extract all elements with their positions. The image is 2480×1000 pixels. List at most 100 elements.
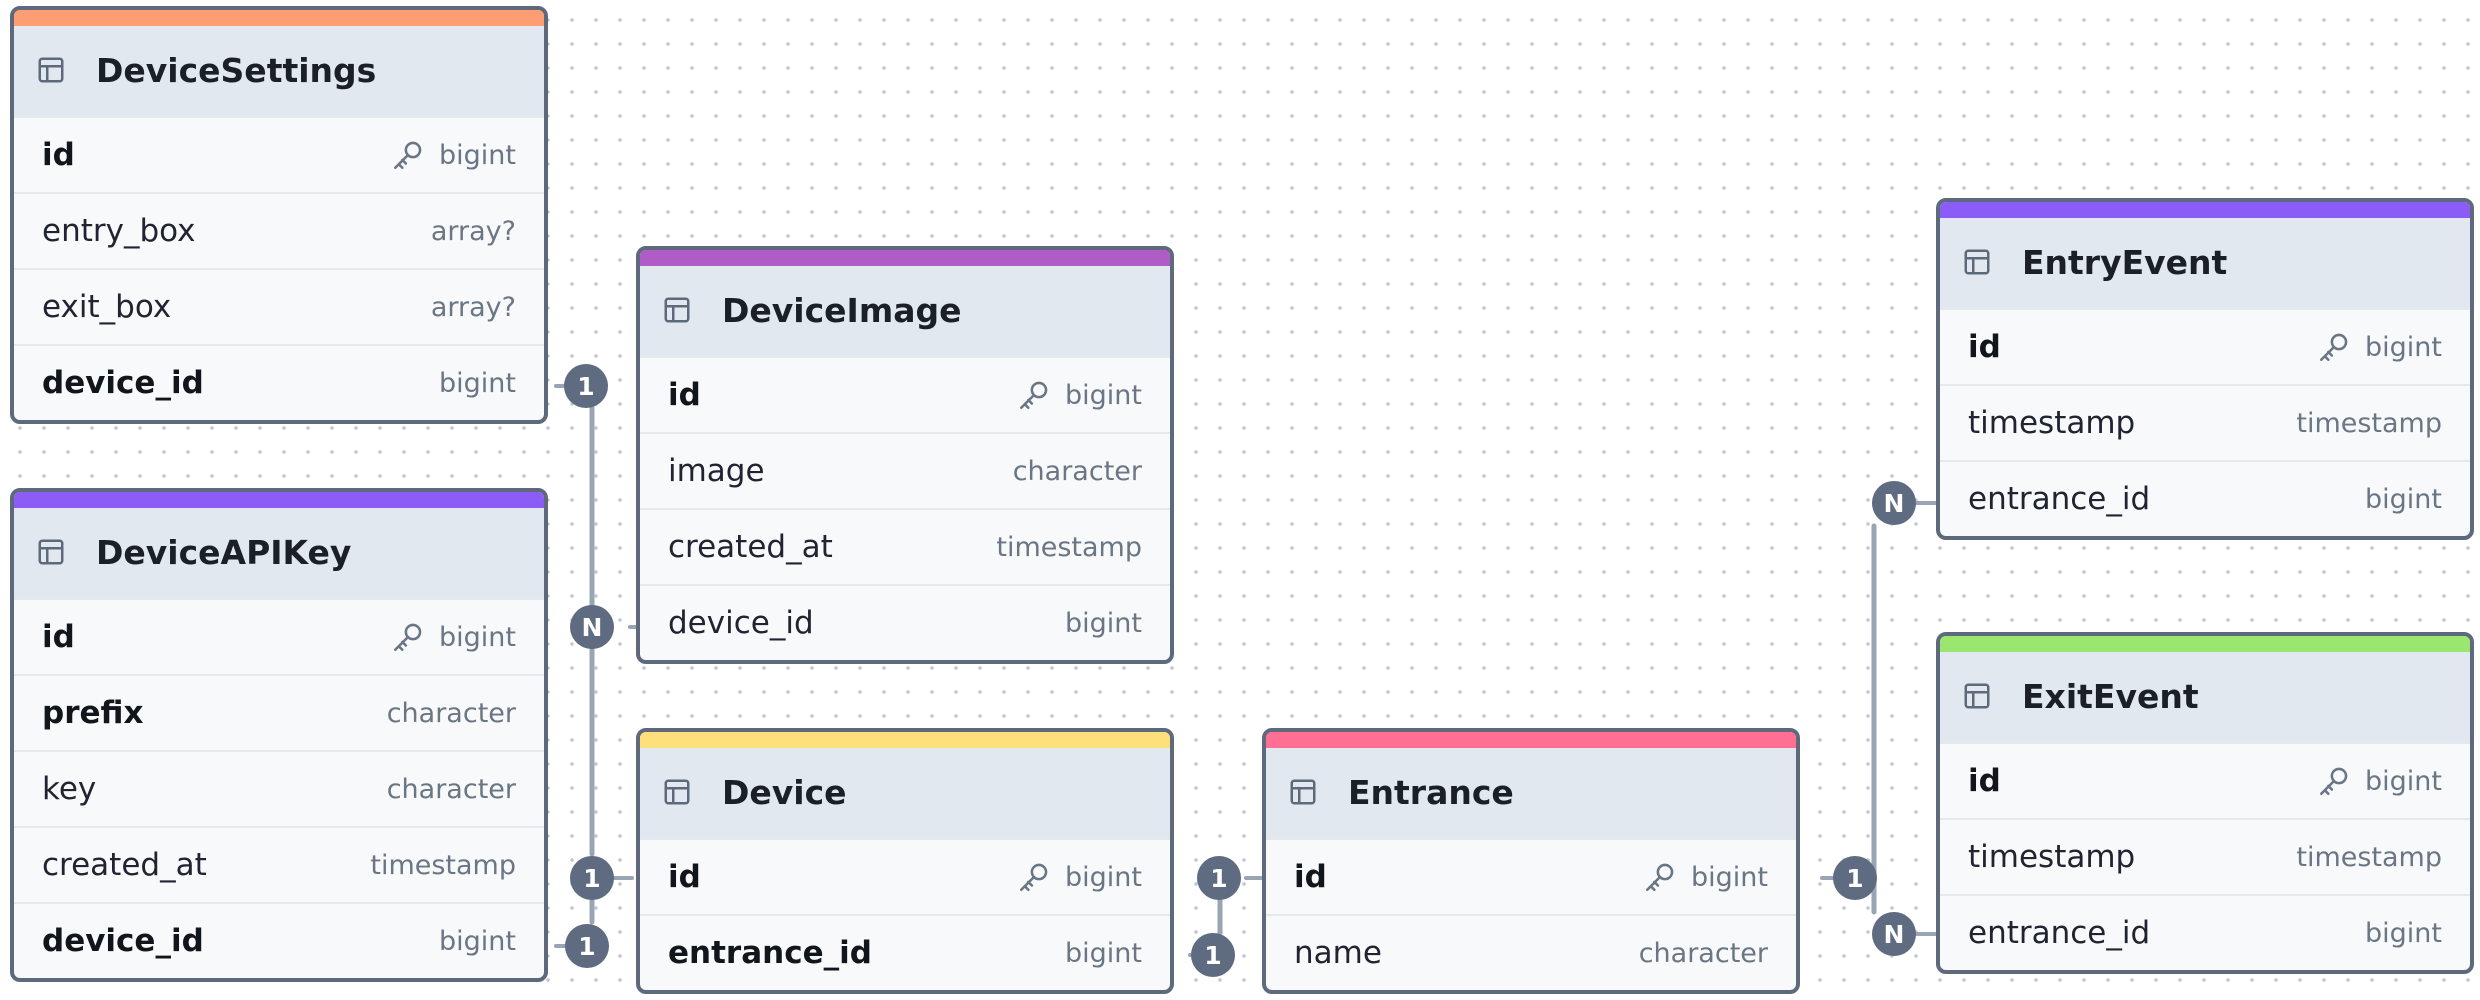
field-type: timestamp [2296,407,2442,439]
key-icon [1019,381,1048,410]
table-icon [38,539,64,565]
table-accent-bar [1940,202,2470,218]
field-name: entry_box [42,213,196,249]
field-row[interactable]: id bigint [1940,742,2470,818]
field-row[interactable]: timestamp timestamp [1940,384,2470,460]
field-type: array? [430,291,516,323]
field-row[interactable]: entrance_id bigint [640,914,1170,990]
table-accent-bar [14,10,544,26]
table-name: EntryEvent [2022,242,2228,282]
field-type: bigint [1065,937,1142,969]
field-type: bigint [2317,764,2442,798]
field-type: array? [430,215,516,247]
key-icon [1019,863,1048,892]
field-name: id [668,859,701,895]
field-type: timestamp [370,849,516,881]
field-type: character [1012,455,1142,487]
field-name: device_id [42,923,204,959]
table-device[interactable]: Device id bigint entrance_id bigint [636,728,1174,994]
table-icon [38,57,64,83]
field-name: id [1968,763,2001,799]
field-type: bigint [391,138,516,172]
field-row[interactable]: exit_box array? [14,268,544,344]
cardinality-badge: N [570,605,614,649]
table-header[interactable]: Device [640,748,1170,838]
table-accent-bar [1940,636,2470,652]
field-row[interactable]: id bigint [14,116,544,192]
field-name: name [1294,935,1382,971]
field-type: bigint [1017,378,1142,412]
table-header[interactable]: DeviceSettings [14,26,544,116]
field-name: image [668,453,765,489]
field-row[interactable]: id bigint [640,838,1170,914]
field-name: prefix [42,695,144,731]
table-icon [664,779,690,805]
table-exit-event[interactable]: ExitEvent id bigint timestamp timestamp … [1936,632,2474,974]
field-row[interactable]: entrance_id bigint [1940,894,2470,970]
field-type: bigint [439,367,516,399]
field-row[interactable]: id bigint [1266,838,1796,914]
table-header[interactable]: Entrance [1266,748,1796,838]
field-name: id [42,137,75,173]
field-name: timestamp [1968,405,2136,441]
key-icon [2319,333,2348,362]
field-type: bigint [439,925,516,957]
table-header[interactable]: ExitEvent [1940,652,2470,742]
field-type: bigint [391,620,516,654]
field-name: entrance_id [1968,915,2151,951]
field-row[interactable]: id bigint [1940,308,2470,384]
field-type: bigint [1643,860,1768,894]
cardinality-badge: N [1872,912,1916,956]
cardinality-badge: N [1872,481,1916,525]
cardinality-badge: 1 [570,856,614,900]
field-row[interactable]: timestamp timestamp [1940,818,2470,894]
field-name: id [1968,329,2001,365]
field-type: bigint [1017,860,1142,894]
table-header[interactable]: DeviceAPIKey [14,508,544,598]
table-name: DeviceImage [722,290,962,330]
field-row[interactable]: id bigint [14,598,544,674]
field-name: device_id [42,365,204,401]
field-name: created_at [668,529,833,565]
table-device-settings[interactable]: DeviceSettings id bigint entry_box array… [10,6,548,424]
field-name: id [42,619,75,655]
key-icon [1645,863,1674,892]
field-row[interactable]: created_at timestamp [640,508,1170,584]
field-name: entrance_id [668,935,872,971]
field-type: bigint [2365,483,2442,515]
field-name: created_at [42,847,207,883]
field-row[interactable]: entry_box array? [14,192,544,268]
field-row[interactable]: device_id bigint [14,344,544,420]
field-row[interactable]: key character [14,750,544,826]
cardinality-badge: 1 [1833,856,1877,900]
field-row[interactable]: prefix character [14,674,544,750]
key-icon [2319,767,2348,796]
field-row[interactable]: id bigint [640,356,1170,432]
field-type: bigint [2365,917,2442,949]
table-entry-event[interactable]: EntryEvent id bigint timestamp timestamp… [1936,198,2474,540]
cardinality-badge: 1 [565,924,609,968]
table-icon [1290,779,1316,805]
table-device-image[interactable]: DeviceImage id bigint image character cr… [636,246,1174,664]
field-row[interactable]: image character [640,432,1170,508]
field-row[interactable]: created_at timestamp [14,826,544,902]
field-row[interactable]: name character [1266,914,1796,990]
table-icon [664,297,690,323]
field-name: device_id [668,605,814,641]
field-type: character [1638,937,1768,969]
table-accent-bar [640,732,1170,748]
key-icon [393,623,422,652]
table-device-api-key[interactable]: DeviceAPIKey id bigint prefix character … [10,488,548,982]
table-entrance[interactable]: Entrance id bigint name character [1262,728,1800,994]
table-header[interactable]: EntryEvent [1940,218,2470,308]
table-name: DeviceSettings [96,50,377,90]
field-row[interactable]: device_id bigint [14,902,544,978]
field-type: bigint [1065,607,1142,639]
field-name: entrance_id [1968,481,2151,517]
field-row[interactable]: entrance_id bigint [1940,460,2470,536]
table-icon [1964,249,1990,275]
field-row[interactable]: device_id bigint [640,584,1170,660]
table-name: Entrance [1348,772,1514,812]
cardinality-badge: 1 [1191,933,1235,977]
table-header[interactable]: DeviceImage [640,266,1170,356]
